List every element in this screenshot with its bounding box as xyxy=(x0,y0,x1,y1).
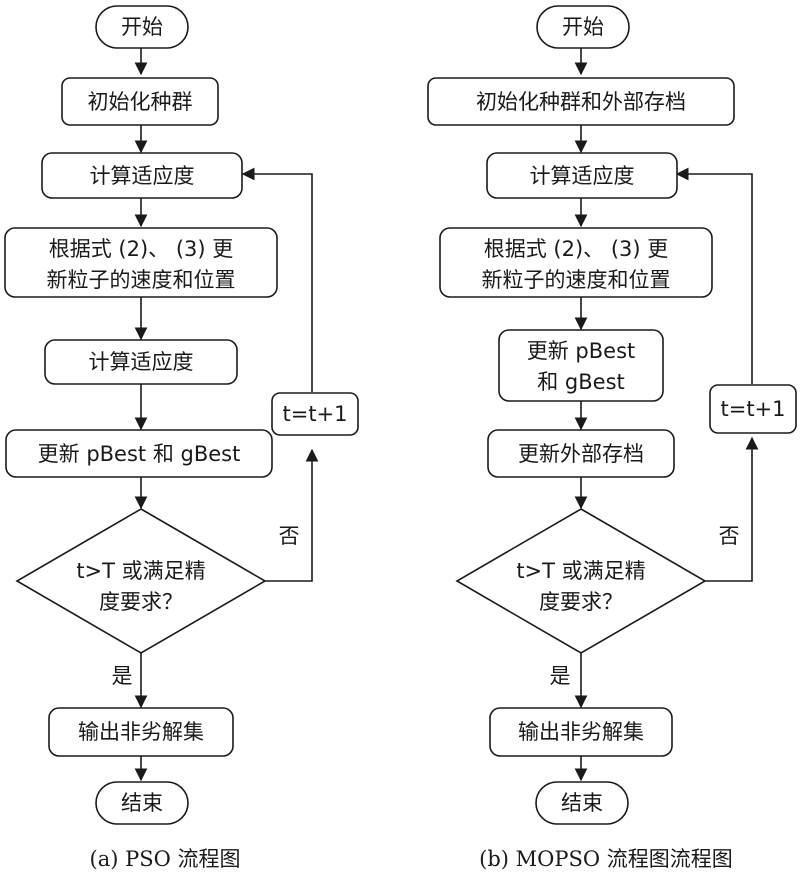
mopso-update-best-label-1: 更新 pBest xyxy=(527,339,636,363)
pso-arrow-iter-fitness1 xyxy=(241,167,313,392)
mopso-fitness-label: 计算适应度 xyxy=(530,164,635,188)
pso-update-velocity-label-2: 新粒子的速度和位置 xyxy=(47,268,236,292)
mopso-arrow-cond-iter xyxy=(705,436,759,582)
mopso-yes-label: 是 xyxy=(550,664,571,688)
pso-no-label: 否 xyxy=(279,524,300,548)
pso-update-velocity-node xyxy=(4,227,278,298)
mopso-output-node xyxy=(489,707,673,757)
mopso-update-best-node xyxy=(498,329,664,402)
pso-flowchart: 开始 初始化种群 计算适应度 根据式 (2)、 (3) 更 新粒子的速度和位置 … xyxy=(4,5,359,871)
mopso-update-archive-label: 更新外部存档 xyxy=(518,442,644,466)
pso-init-node xyxy=(61,77,219,126)
mopso-end-label: 结束 xyxy=(561,791,603,815)
mopso-iter-label: t=t+1 xyxy=(720,397,785,421)
mopso-end-node xyxy=(535,781,629,825)
mopso-output-label: 输出非劣解集 xyxy=(518,720,644,744)
pso-fitness1-label: 计算适应度 xyxy=(90,164,195,188)
pso-iter-label: t=t+1 xyxy=(282,402,347,426)
pso-update-best-label: 更新 pBest 和 gBest xyxy=(38,442,241,466)
mopso-condition-node xyxy=(455,508,707,654)
mopso-flowchart: 开始 初始化种群和外部存档 计算适应度 根据式 (2)、 (3) 更 新粒子的速… xyxy=(427,5,797,871)
pso-iter-node xyxy=(271,392,359,436)
mopso-condition-label-1: t>T 或满足精 xyxy=(516,559,645,583)
pso-condition-label-2: 度要求？ xyxy=(99,590,183,614)
mopso-start-label: 开始 xyxy=(562,15,604,39)
pso-update-best-node xyxy=(5,429,273,478)
mopso-update-archive-node xyxy=(487,429,675,478)
mopso-fitness-node xyxy=(486,152,678,199)
pso-init-label: 初始化种群 xyxy=(88,90,193,114)
pso-end-label: 结束 xyxy=(121,791,163,815)
pso-fitness2-label: 计算适应度 xyxy=(89,350,194,374)
pso-caption: (a) PSO 流程图 xyxy=(90,847,241,871)
pso-arrow-cond-iter xyxy=(265,448,319,582)
mopso-caption: (b) MOPSO 流程图流程图 xyxy=(479,847,733,871)
mopso-update-best-label-2: 和 gBest xyxy=(537,370,625,394)
pso-fitness2-node xyxy=(44,339,238,385)
pso-condition-label-1: t>T 或满足精 xyxy=(76,559,205,583)
mopso-no-label: 否 xyxy=(719,524,740,548)
mopso-iter-node xyxy=(709,384,797,434)
pso-fitness1-node xyxy=(41,152,243,199)
mopso-update-velocity-label-2: 新粒子的速度和位置 xyxy=(482,268,671,292)
pso-output-label: 输出非劣解集 xyxy=(78,720,204,744)
pso-end-node xyxy=(95,781,189,825)
pso-output-node xyxy=(48,707,234,757)
pso-condition-node xyxy=(15,508,267,654)
pso-start-node xyxy=(95,5,189,49)
pso-yes-label: 是 xyxy=(112,664,133,688)
mopso-start-node xyxy=(536,5,630,49)
mopso-init-node xyxy=(427,77,735,126)
mopso-update-velocity-node xyxy=(439,227,713,298)
mopso-arrow-iter-fitness xyxy=(675,167,753,384)
mopso-condition-label-2: 度要求？ xyxy=(539,590,623,614)
pso-start-label: 开始 xyxy=(121,15,163,39)
mopso-update-velocity-label-1: 根据式 (2)、 (3) 更 xyxy=(484,237,669,261)
pso-update-velocity-label-1: 根据式 (2)、 (3) 更 xyxy=(49,237,234,261)
mopso-init-label: 初始化种群和外部存档 xyxy=(476,90,686,114)
